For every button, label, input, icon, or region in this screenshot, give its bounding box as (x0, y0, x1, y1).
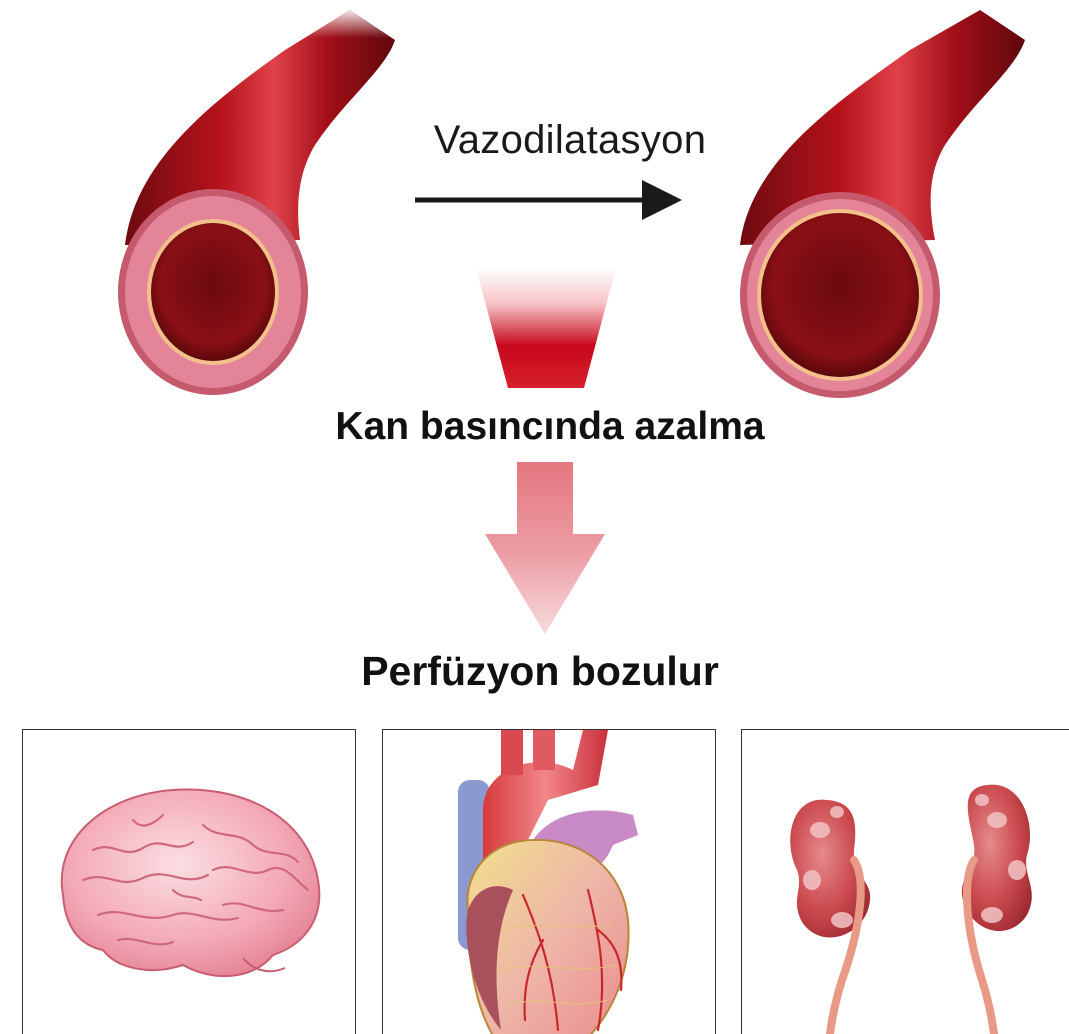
blood-vessel-icon (95, 10, 395, 400)
funnel-icon (476, 268, 616, 388)
heart-panel (382, 729, 716, 1034)
brain-icon (23, 730, 356, 1034)
kidneys-icon (742, 730, 1069, 1034)
dilated-blood-vessel-icon (715, 10, 1025, 400)
perfusion-impaired-label: Perfüzyon bozulur (300, 648, 780, 695)
kidney-panel (741, 729, 1069, 1034)
right-arrow-icon (410, 178, 685, 223)
brain-panel (22, 729, 356, 1034)
down-arrow-icon (480, 462, 610, 637)
vasodilation-label: Vazodilatasyon (405, 118, 735, 163)
heart-icon (383, 730, 716, 1034)
blood-pressure-decrease-label: Kan basıncında azalma (250, 405, 850, 449)
